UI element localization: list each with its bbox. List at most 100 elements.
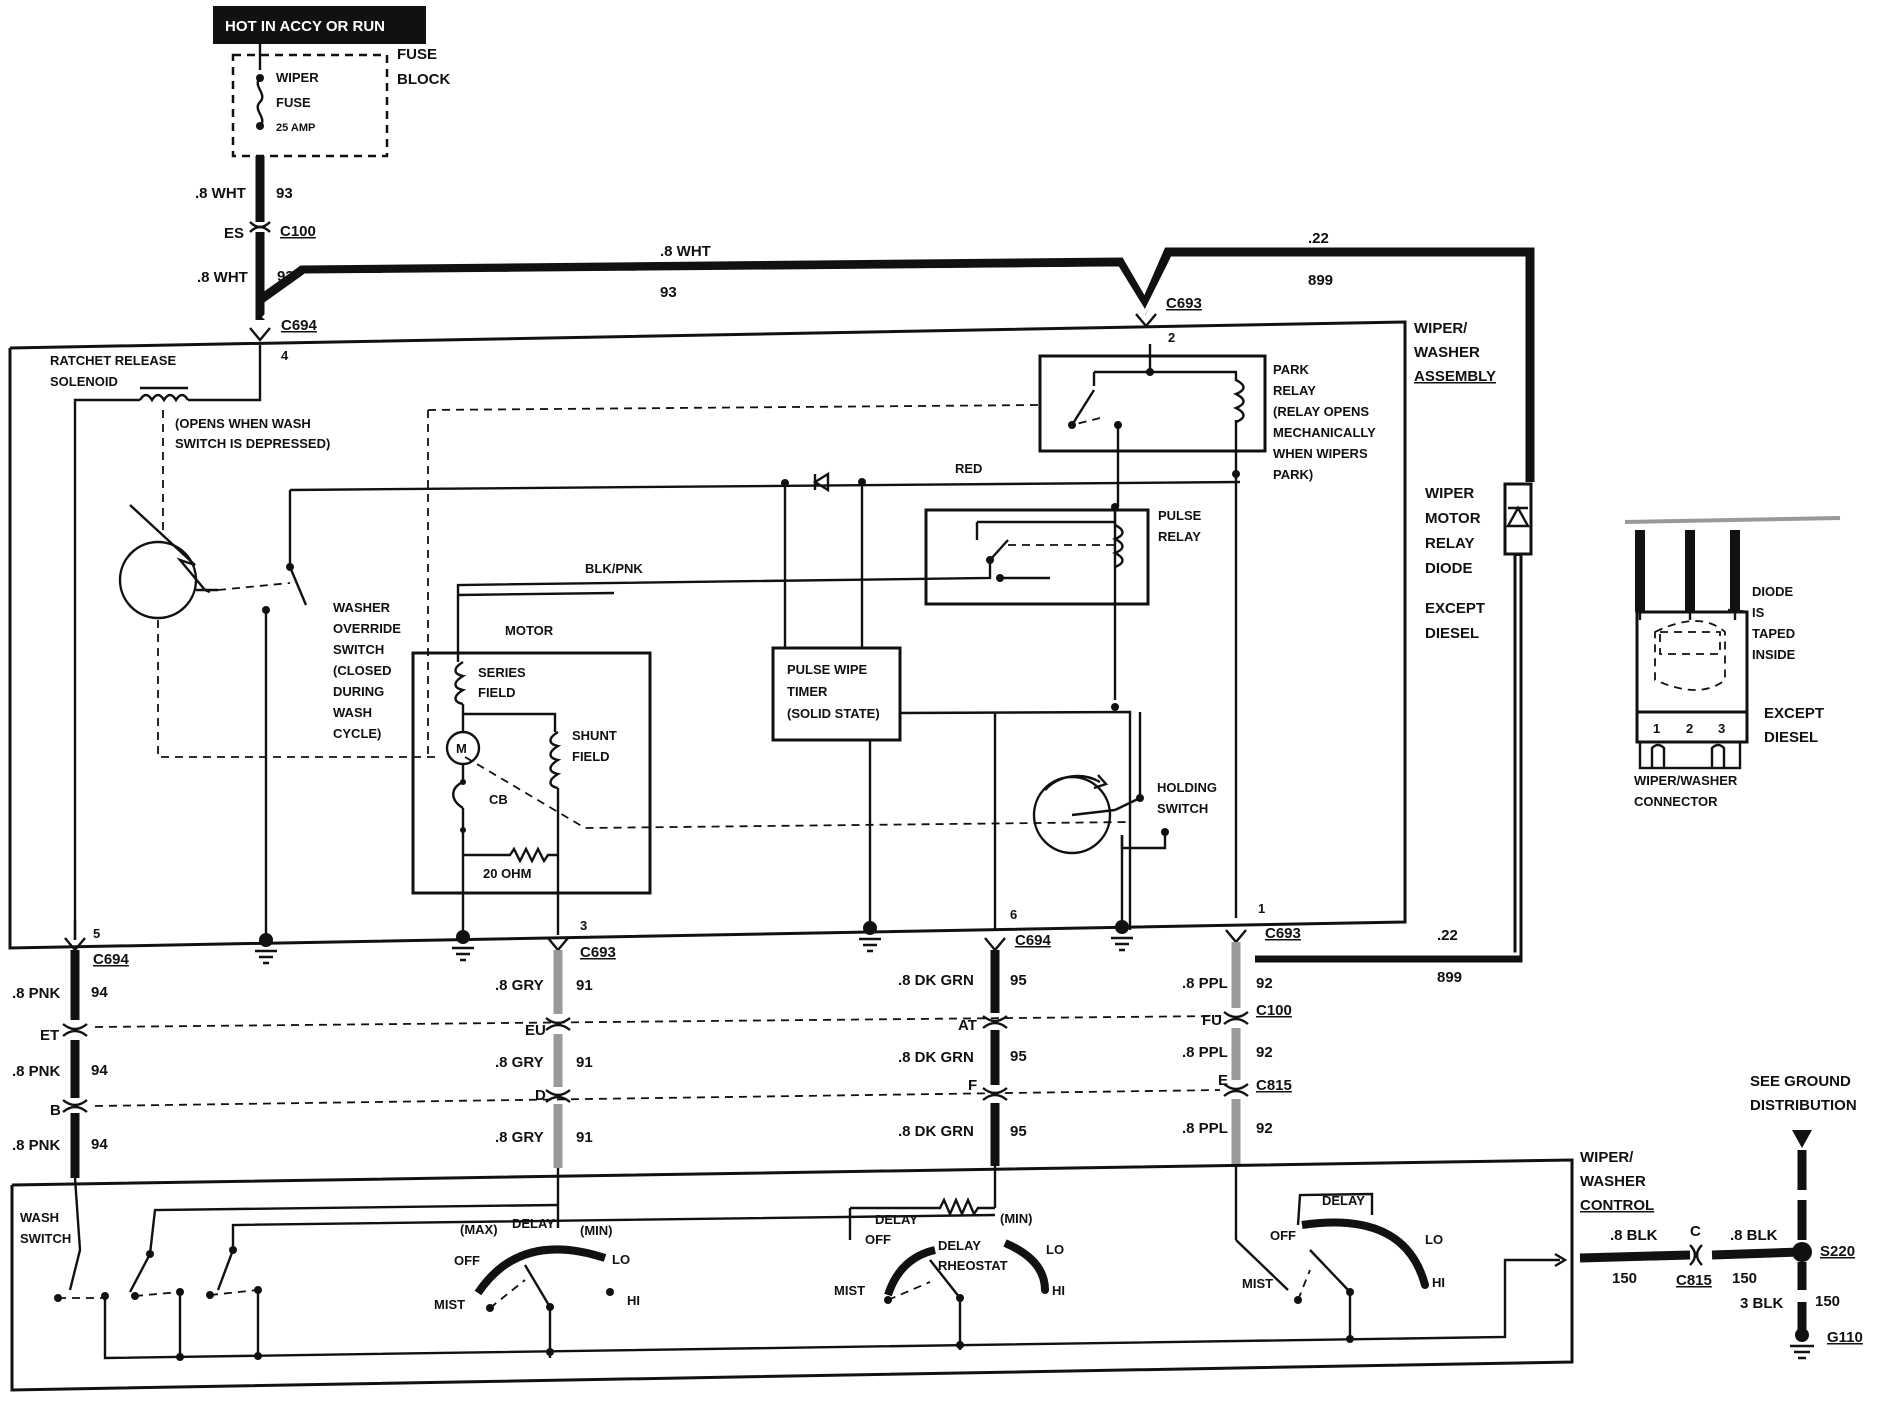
ppl-gauge-3: .8 PPL: [1182, 1120, 1228, 1137]
red-label: RED: [955, 461, 982, 476]
control-lo-1: LO: [612, 1252, 630, 1267]
assembly-title-1: WIPER/: [1414, 320, 1468, 337]
ground-wire1-gauge: .8 BLK: [1610, 1227, 1658, 1244]
control-lo-3: LO: [1425, 1232, 1443, 1247]
grn-circuit-2: 95: [1010, 1048, 1027, 1065]
inset-pin3: 3: [1718, 721, 1725, 736]
top-wire3-gauge: .8 WHT: [660, 243, 711, 260]
gry-gauge-3: .8 GRY: [495, 1129, 544, 1146]
delay-dial-2: [884, 1246, 937, 1297]
control-lo-2: LO: [1046, 1242, 1064, 1257]
ground-wire3-gauge: 3 BLK: [1740, 1295, 1784, 1312]
ratchet-label-1: RATCHET RELEASE: [50, 353, 176, 368]
pin-6: 6: [1010, 907, 1017, 922]
g110-label: G110: [1827, 1329, 1863, 1346]
control-delay-1: DELAY: [512, 1216, 555, 1231]
inset-pin2: 2: [1686, 721, 1693, 736]
red-wire-diode: [812, 471, 830, 493]
control-mist-1: MIST: [434, 1297, 465, 1312]
pin-at: AT: [958, 1017, 977, 1034]
ground-c-pin: C: [1690, 1223, 1701, 1240]
motor-label: MOTOR: [505, 623, 554, 638]
grn-gauge-1: .8 DK GRN: [898, 972, 974, 989]
opens-label-1: (OPENS WHEN WASH: [175, 416, 311, 431]
fuse-block-label-2: BLOCK: [397, 71, 450, 88]
grn-gauge-3: .8 DK GRN: [898, 1123, 974, 1140]
holding-label-2: SWITCH: [1157, 801, 1208, 816]
top-wire1-gauge: .8 WHT: [195, 185, 246, 202]
ppl-circuit-3: 92: [1256, 1120, 1273, 1137]
control-hi-3: HI: [1432, 1275, 1445, 1290]
ppl-gauge-2: .8 PPL: [1182, 1044, 1228, 1061]
park-relay-label-1: PARK: [1273, 362, 1309, 377]
shunt-field-label-1: SHUNT: [572, 728, 617, 743]
wash-switch-label-2: SWITCH: [20, 1231, 71, 1246]
wiper-fuse-label-1: WIPER: [276, 70, 319, 85]
park-relay-box: [1038, 354, 1267, 453]
control-max: (MAX): [460, 1222, 498, 1237]
series-field-label-2: FIELD: [478, 685, 516, 700]
gry-circuit-2: 91: [576, 1054, 593, 1071]
ratchet-label-2: SOLENOID: [50, 374, 118, 389]
top-r899: 899: [1308, 272, 1333, 289]
ground-wire1-circuit: 150: [1612, 1270, 1637, 1287]
harness-r899: 899: [1437, 969, 1462, 986]
pin-5: 5: [93, 926, 100, 941]
control-off-2: OFF: [865, 1232, 891, 1247]
ground-wire2-gauge: .8 BLK: [1730, 1227, 1778, 1244]
see-ground-1: SEE GROUND: [1750, 1073, 1851, 1090]
control-mist-2: MIST: [834, 1283, 865, 1298]
ratchet-solenoid-coil: [138, 393, 190, 403]
circuit-breaker: [452, 764, 465, 810]
rheostat-label-1: DELAY: [938, 1238, 981, 1253]
connector-inset: 1 2 3: [1624, 516, 1841, 770]
pulse-wipe-label-1: PULSE WIPE: [787, 662, 868, 677]
motor-box: [411, 651, 652, 895]
assembly-title-3: ASSEMBLY: [1414, 368, 1496, 385]
park-relay-label-6: PARK): [1273, 467, 1313, 482]
inset-taped-1: DIODE: [1752, 584, 1794, 599]
diode-label-2: MOTOR: [1425, 510, 1481, 527]
ground-wire2-circuit: 150: [1732, 1270, 1757, 1287]
pnk-gauge-1: .8 PNK: [12, 985, 61, 1002]
top-c693: C693: [1166, 295, 1202, 312]
control-off-3: OFF: [1270, 1228, 1296, 1243]
control-min-2: (MIN): [1000, 1211, 1033, 1226]
pin-1: 1: [1258, 901, 1265, 916]
series-field-coil: [454, 660, 467, 706]
control-hi-1: HI: [627, 1293, 640, 1308]
inset-except-2: DIESEL: [1764, 729, 1818, 746]
park-relay-label-2: RELAY: [1273, 383, 1316, 398]
opens-label-2: SWITCH IS DEPRESSED): [175, 436, 330, 451]
pin-3: 3: [580, 918, 587, 933]
top-es-pin: ES: [224, 225, 244, 242]
c694-right: C694: [1015, 932, 1052, 949]
pin-eu: EU: [525, 1022, 546, 1039]
diode-label-5: EXCEPT: [1425, 600, 1485, 617]
pulse-relay-label-2: RELAY: [1158, 529, 1201, 544]
grn-circuit-3: 95: [1010, 1123, 1027, 1140]
gry-gauge-2: .8 GRY: [495, 1054, 544, 1071]
see-ground-2: DISTRIBUTION: [1750, 1097, 1857, 1114]
diode-label-1: WIPER: [1425, 485, 1474, 502]
ground-wire3-circuit: 150: [1815, 1293, 1840, 1310]
pin-b: B: [50, 1102, 61, 1119]
top-wire3-circuit: 93: [660, 284, 677, 301]
cb-label: CB: [489, 792, 508, 807]
gry-gauge-1: .8 GRY: [495, 977, 544, 994]
pin-fu: FU: [1202, 1012, 1222, 1029]
harness-r22: .22: [1437, 927, 1458, 944]
ground-c815: C815: [1676, 1272, 1712, 1289]
pulse-wipe-label-3: (SOLID STATE): [787, 706, 880, 721]
top-c100: C100: [280, 223, 316, 240]
c694-left: C694: [93, 951, 130, 968]
pulse-relay-label-1: PULSE: [1158, 508, 1202, 523]
hot-label: HOT IN ACCY OR RUN: [225, 18, 385, 35]
harness-c100: C100: [1256, 1002, 1292, 1019]
pin-f: F: [968, 1077, 977, 1094]
control-title-1: WIPER/: [1580, 1149, 1634, 1166]
shunt-field-label-2: FIELD: [572, 749, 610, 764]
top-pin2: 2: [1168, 330, 1175, 345]
pin-e: E: [1218, 1072, 1228, 1089]
